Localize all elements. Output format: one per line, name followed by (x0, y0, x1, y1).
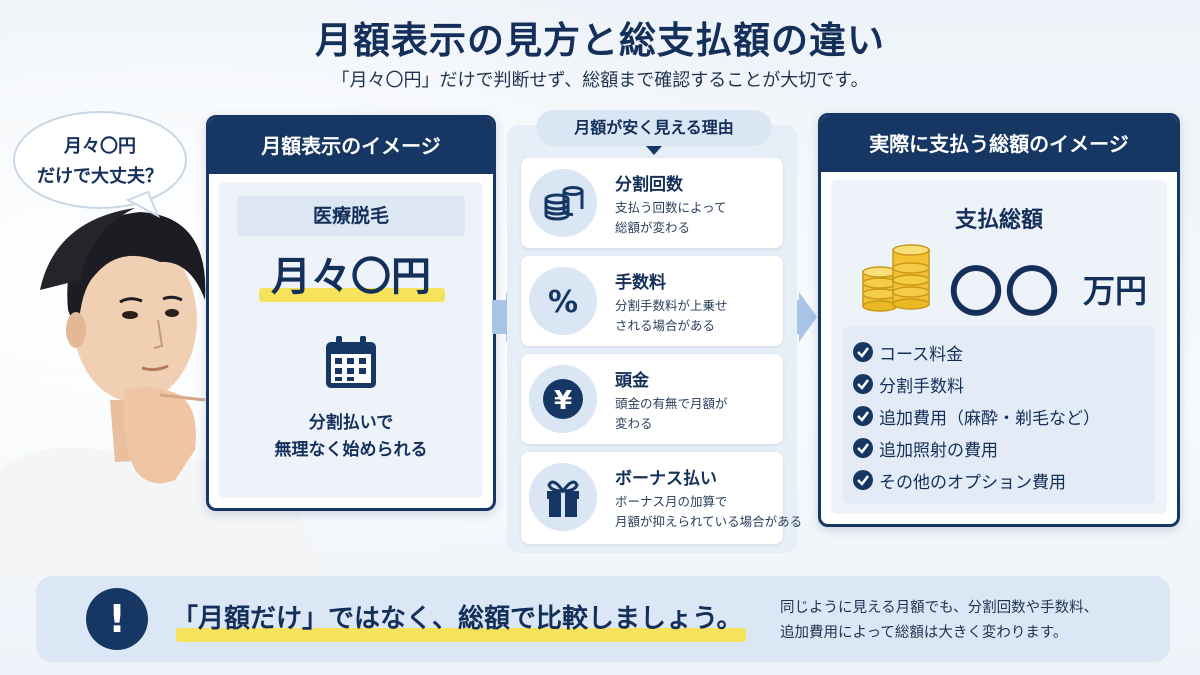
monthly-note: 分割払いで 無理なく始められる (219, 410, 483, 464)
bottom-message: 「月額だけ」ではなく、総額で比較しましょう。 (172, 604, 743, 634)
cost-item: 分割手数料 (879, 377, 964, 397)
bottom-note-line-1: 同じように見える月額でも、分割回数や手数料、 (780, 600, 1099, 616)
speech-bubble-text: 月々〇円 だけで大丈夫？ (30, 132, 170, 192)
percent-icon: % (529, 267, 597, 335)
bottom-message-banner: ! 「月額だけ」ではなく、総額で比較しましょう。 同じように見える月額でも、分割… (36, 576, 1170, 662)
total-unit: 万円 (1083, 272, 1148, 310)
reason-desc: 分割手数料が上乗せ される場合がある (615, 296, 781, 336)
yen-icon: ¥ (529, 365, 597, 433)
reason-desc-line: 頭金の有無で月額が (615, 396, 728, 411)
reason-desc-line: される場合がある (615, 318, 716, 333)
triangle-down-icon (646, 146, 662, 155)
gift-icon (529, 463, 597, 531)
check-icon (853, 406, 873, 426)
reason-desc-line: 総額が変わる (615, 220, 691, 235)
check-icon (853, 470, 873, 490)
reason-desc-line: 分割手数料が上乗せ (615, 298, 728, 313)
coins-stack-icon (529, 169, 597, 237)
calendar-icon (326, 336, 376, 388)
total-label: 支払総額 (954, 208, 1043, 233)
total-card-header: 実際に支払う総額のイメージ (821, 116, 1177, 172)
cost-item: 追加照射の費用 (879, 441, 998, 461)
reason-item: ¥ 頭金 頭金の有無で月額が 変わる (521, 354, 783, 444)
reason-title: ボーナス払い (615, 469, 717, 489)
bottom-note: 同じように見える月額でも、分割回数や手数料、 追加費用によって総額は大きく変わり… (780, 596, 1160, 646)
monthly-card-header: 月額表示のイメージ (209, 118, 493, 174)
price-highlight (259, 288, 445, 302)
reason-desc: 支払う回数によって 総額が変わる (615, 198, 781, 238)
message-highlight (176, 628, 746, 642)
reason-desc: 頭金の有無で月額が 変わる (615, 394, 781, 434)
cost-item: 追加費用（麻酔・剃毛など） (879, 409, 1100, 429)
reason-desc-line: 支払う回数によって (615, 200, 727, 215)
page-title: 月額表示の見方と総支払額の違い (315, 19, 885, 62)
reasons-title: 月額が安く見える理由 (536, 110, 772, 146)
speech-line-1: 月々〇円 (64, 136, 136, 157)
reason-desc-line: ボーナス月の加算で (615, 494, 728, 509)
total-amount: 〇〇 (949, 261, 1061, 324)
reason-desc-line: 変わる (615, 416, 653, 431)
speech-bubble (13, 111, 187, 218)
bottom-note-line-2: 追加費用によって総額は大きく変わります。 (780, 625, 1068, 641)
monthly-note-line-1: 分割払いで (308, 413, 394, 433)
svg-text:¥: ¥ (554, 386, 572, 416)
speech-line-2: だけで大丈夫？ (37, 166, 163, 187)
reason-title: 分割回数 (615, 175, 683, 195)
reason-item: 分割回数 支払う回数によって 総額が変わる (521, 158, 783, 248)
service-tag: 医療脱毛 (237, 196, 465, 236)
check-icon (853, 342, 873, 362)
reason-desc: ボーナス月の加算で 月額が抑えられている場合がある (615, 492, 803, 532)
monthly-price: 月々〇円 (271, 254, 431, 300)
reason-title: 頭金 (615, 371, 649, 391)
total-payment-card: 実際に支払う総額のイメージ 支払総額 〇〇 万円 コース料金 (818, 113, 1180, 527)
monthly-display-card: 月額表示のイメージ 医療脱毛 月々〇円 分割払いで 無理なく始められる (206, 115, 496, 511)
monthly-note-line-2: 無理なく始められる (274, 440, 428, 460)
reason-item: ボーナス払い ボーナス月の加算で 月額が抑えられている場合がある (521, 452, 803, 544)
exclamation-icon: ! (86, 588, 148, 650)
cost-breakdown-list: コース料金 分割手数料 追加費用（麻酔・剃毛など） 追加照射の費用 その他のオプ… (843, 326, 1155, 504)
reason-title: 手数料 (615, 273, 666, 293)
total-card-body: 支払総額 〇〇 万円 コース料金 分割手数料 追加 (831, 180, 1167, 514)
monthly-card-body: 医療脱毛 月々〇円 分割払いで 無理なく始められる (219, 182, 483, 498)
check-icon (853, 374, 873, 394)
reason-item: % 手数料 分割手数料が上乗せ される場合がある (521, 256, 783, 346)
cost-item: その他のオプション費用 (879, 473, 1066, 493)
page-subtitle: 「月々〇円」だけで判断せず、総額まで確認することが大切です。 (331, 70, 869, 91)
reason-desc-line: 月額が抑えられている場合がある (615, 514, 803, 529)
check-icon (853, 438, 873, 458)
cost-item: コース料金 (879, 345, 964, 365)
svg-text:%: % (548, 285, 578, 320)
gold-coins-icon (862, 244, 930, 312)
